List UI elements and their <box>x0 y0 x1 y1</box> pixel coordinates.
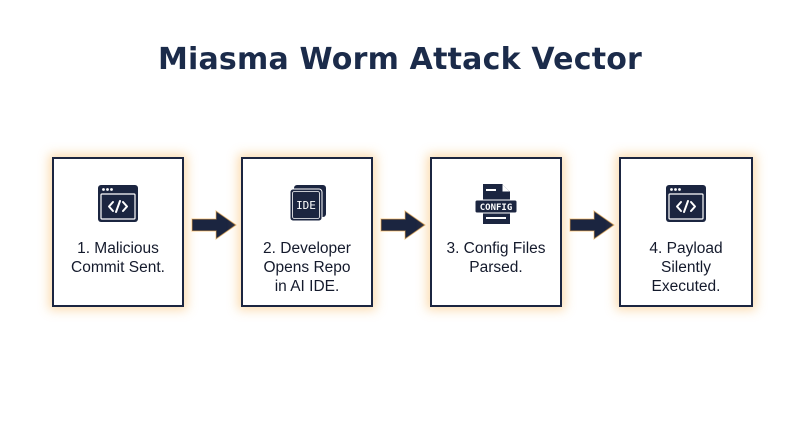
step-2-line-2: Opens Repo <box>263 259 351 276</box>
step-2-line-1: 2. Developer <box>263 240 351 257</box>
config-icon-text: CONFIG <box>480 203 513 213</box>
step-4-line-1: 4. Payload <box>649 240 723 257</box>
step-4-box: 4. Payload Silently Executed. <box>619 157 753 307</box>
page-title: Miasma Worm Attack Vector <box>157 42 643 77</box>
code-window-icon <box>54 181 182 227</box>
step-3-line-1: 3. Config Files <box>446 240 546 257</box>
arrow-right-icon <box>191 209 238 241</box>
ide-icon: IDE <box>243 181 371 227</box>
config-file-icon: CONFIG <box>432 181 560 227</box>
code-window-icon <box>621 181 751 227</box>
step-3-box: CONFIG 3. Config Files Parsed. <box>430 157 562 307</box>
step-2-box: IDE 2. Developer Opens Repo in AI IDE. <box>241 157 373 307</box>
step-3-line-2: Parsed. <box>469 259 523 276</box>
step-1-label: 1. Malicious Commit Sent. <box>58 239 178 277</box>
ide-icon-text: IDE <box>296 199 316 212</box>
arrow-right-icon <box>380 209 427 241</box>
step-1-box: 1. Malicious Commit Sent. <box>52 157 184 307</box>
step-4-line-2: Silently <box>661 259 711 276</box>
step-2-label: 2. Developer Opens Repo in AI IDE. <box>247 239 367 296</box>
step-1-line-1: 1. Malicious <box>77 240 159 257</box>
arrow-right-icon <box>569 209 616 241</box>
step-3-label: 3. Config Files Parsed. <box>436 239 556 277</box>
step-4-label: 4. Payload Silently Executed. <box>625 239 747 296</box>
step-4-line-3: Executed. <box>651 278 721 295</box>
step-2-line-3: in AI IDE. <box>274 278 340 295</box>
step-1-line-2: Commit Sent. <box>71 259 165 276</box>
